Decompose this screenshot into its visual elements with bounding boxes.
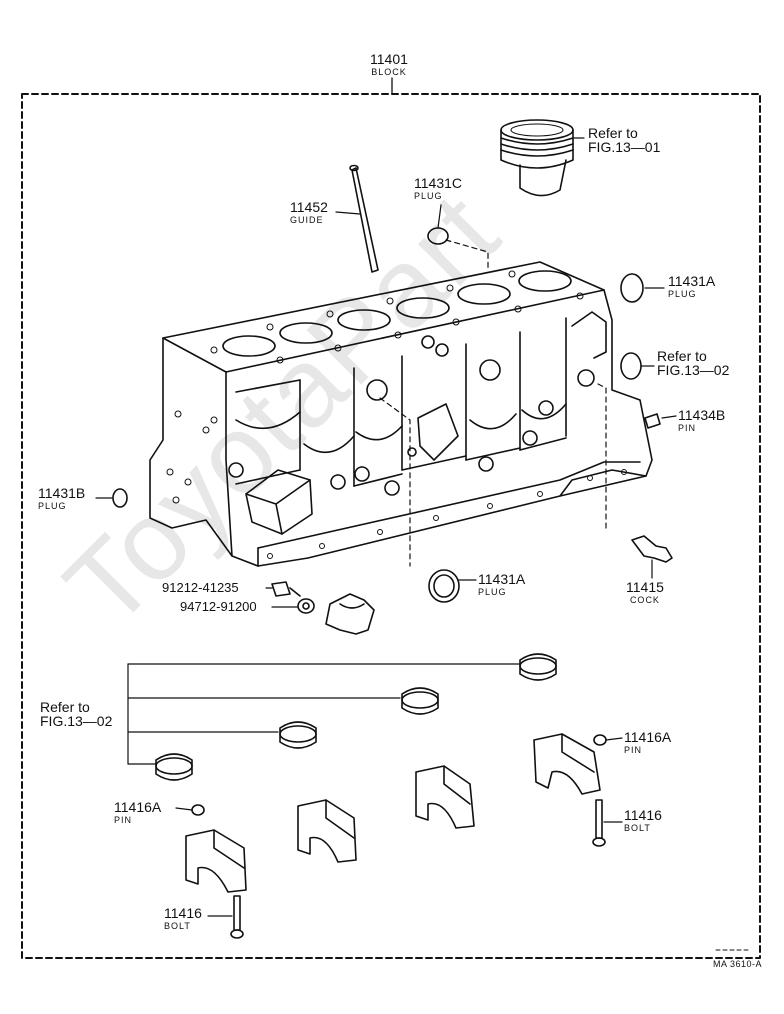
part-number: 11415 <box>626 579 664 595</box>
part-name: PLUG <box>478 587 507 597</box>
label-ref-1302-left: Refer to FIG.13—02 <box>40 700 112 728</box>
part-number: 11401 <box>370 51 408 67</box>
part-name: PLUG <box>414 191 443 201</box>
part-name: COCK <box>629 595 660 605</box>
part-name: BOLT <box>164 921 191 931</box>
label-pin-11434b: 11434B PIN <box>678 408 725 433</box>
ref-line2: FIG.13—01 <box>588 139 661 155</box>
nut-94712-drawing <box>271 598 315 614</box>
part-number: 11452 <box>290 199 328 215</box>
part-name: GUIDE <box>290 215 324 225</box>
part-number: 11416A <box>114 799 162 815</box>
plug-11431b-drawing <box>95 488 128 508</box>
main-bearing-caps-drawing <box>185 733 601 893</box>
plug-mid-dashed-leader <box>379 397 411 567</box>
part-number: 91212-41235 <box>162 580 239 595</box>
crankshaft-bearings-drawing <box>155 653 557 781</box>
part-number: 11434B <box>678 407 726 423</box>
drain-cock-drawing <box>631 535 673 579</box>
part-name: PLUG <box>668 289 697 299</box>
bolt-11416-left-drawing <box>207 895 244 939</box>
plug-11431a-mid-drawing <box>428 569 477 603</box>
label-guide-11452: 11452 GUIDE <box>290 200 328 225</box>
bearing-group-leader <box>127 663 521 765</box>
label-block: 11401 BLOCK <box>370 52 408 77</box>
part-number: 11431A <box>668 273 716 289</box>
label-bolt-11416-left: 11416 BOLT <box>164 906 202 931</box>
assembly-frame <box>21 93 761 959</box>
cylinder-block-drawing <box>149 261 653 567</box>
part-number: 94712-91200 <box>180 599 257 614</box>
ref-line1: Refer to <box>657 348 707 364</box>
part-number: 11431B <box>38 485 86 501</box>
label-ref-1302-top: Refer to FIG.13—02 <box>657 349 729 377</box>
label-pin-11416a-right: 11416A PIN <box>624 730 671 755</box>
piston-drawing <box>500 119 585 197</box>
ref-1302-top-plug-drawing <box>620 352 655 380</box>
plug-11431c-drawing <box>427 204 489 269</box>
part-name: PIN <box>114 815 133 825</box>
ref-line2: FIG.13—02 <box>657 362 730 378</box>
part-number: 11416 <box>624 807 662 823</box>
label-nut-94712: 94712-91200 <box>180 600 257 613</box>
cock-dashed-leader <box>597 383 607 533</box>
part-number: 11431A <box>478 571 526 587</box>
label-plug-11431b: 11431B PLUG <box>38 486 85 511</box>
label-plug-11431a-top: 11431A PLUG <box>668 274 715 299</box>
part-name: PLUG <box>38 501 67 511</box>
bolt-11416-right-drawing <box>592 799 623 847</box>
oil-pump-support-drawing <box>325 593 375 635</box>
plug-11431a-top-drawing <box>620 273 665 303</box>
bolt-91212-drawing <box>265 581 301 597</box>
part-name: PIN <box>678 423 697 433</box>
pin-11434b-drawing <box>644 413 677 429</box>
pin-11416a-left-drawing <box>175 804 205 816</box>
figure-code: MA 3610-A <box>712 959 762 969</box>
label-plug-11431a-mid: 11431A PLUG <box>478 572 525 597</box>
part-name: BOLT <box>624 823 651 833</box>
ref-line1: Refer to <box>588 125 638 141</box>
ref-line2: FIG.13—02 <box>40 713 113 729</box>
label-plug-11431c: 11431C PLUG <box>414 176 462 201</box>
label-pin-11416a-left: 11416A PIN <box>114 800 161 825</box>
part-number: 11416A <box>624 729 672 745</box>
label-piston-ref: Refer to FIG.13—01 <box>588 126 660 154</box>
part-name: BLOCK <box>371 67 407 77</box>
label-bolt-11416-right: 11416 BOLT <box>624 808 662 833</box>
part-number: 11431C <box>414 175 463 191</box>
oil-level-guide-drawing <box>335 164 379 273</box>
pin-11416a-right-drawing <box>593 734 623 746</box>
label-bolt-91212: 91212-41235 <box>162 581 239 594</box>
label-cock-11415: 11415 COCK <box>626 580 664 605</box>
part-name: PIN <box>624 745 643 755</box>
ref-line1: Refer to <box>40 699 90 715</box>
part-number: 11416 <box>164 905 202 921</box>
